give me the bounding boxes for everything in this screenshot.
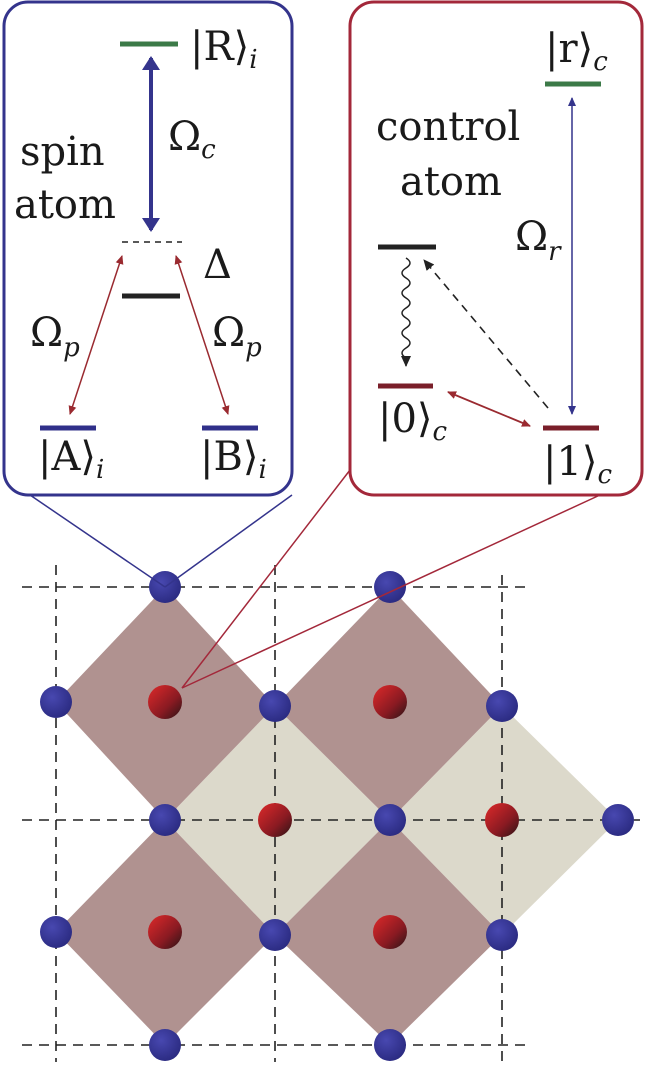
control-atom-icon — [485, 803, 519, 837]
spin-atom-icon — [40, 686, 72, 718]
control-atom-icon — [373, 685, 407, 719]
control-atom-icon — [148, 915, 182, 949]
control-panel-title-line2: atom — [400, 159, 502, 205]
coupling-p-right-label: Ωp — [212, 310, 262, 363]
coupling-p-left-label: Ωp — [30, 310, 80, 363]
spin-panel-title-line2: atom — [14, 182, 116, 228]
control-connector-left — [181, 469, 351, 689]
spin-atom-icon — [40, 916, 72, 948]
spin-atom-panel: spin atom |R⟩i Ωc Δ Ωp Ωp |A⟩i |B⟩i — [2, 0, 294, 497]
spin-atom-icon — [374, 804, 406, 836]
spin-atom-icon — [149, 1029, 181, 1061]
coupling-p-left-arrow — [68, 255, 124, 415]
coupling-r-label: Ωr — [515, 214, 562, 267]
level-r-label: |r⟩c — [545, 26, 608, 77]
level-1-label: |1⟩c — [543, 439, 613, 490]
control-atom-icon — [258, 803, 292, 837]
decay-wavy-arrow — [401, 257, 411, 367]
detuning-label: Δ — [203, 242, 232, 288]
spin-connector-right — [164, 494, 293, 588]
dashed-excitation-arrow — [423, 259, 549, 409]
transfer-arrow-0-1 — [447, 391, 531, 427]
spin-atom-icon — [486, 690, 518, 722]
control-atoms — [148, 685, 519, 949]
spin-atom-icon — [149, 804, 181, 836]
spin-atoms — [40, 571, 634, 1061]
spin-atom-icon — [259, 690, 291, 722]
coupling-c-label: Ωc — [168, 114, 216, 165]
spin-atom-icon — [259, 919, 291, 951]
level-A-label: |A⟩i — [38, 434, 104, 485]
spin-panel-frame — [2, 0, 294, 497]
control-connector-right — [181, 494, 601, 689]
level-R-label: |R⟩i — [190, 24, 258, 75]
zoom-connectors — [29, 469, 601, 689]
spin-atom-icon — [374, 1029, 406, 1061]
control-panel-title-line1: control — [376, 104, 520, 150]
level-B-label: |B⟩i — [200, 434, 267, 485]
level-0-label: |0⟩c — [378, 396, 448, 447]
control-atom-icon — [373, 915, 407, 949]
spin-atom-icon — [602, 804, 634, 836]
spin-atom-icon — [486, 919, 518, 951]
lattice — [22, 565, 640, 1062]
spin-connector-left — [29, 494, 166, 588]
coupling-p-right-arrow — [174, 255, 230, 415]
spin-panel-title-line1: spin — [20, 129, 105, 175]
control-atom-icon — [148, 685, 182, 719]
control-atom-panel: control atom |r⟩c Ωr |0⟩c |1⟩c — [348, 0, 644, 497]
